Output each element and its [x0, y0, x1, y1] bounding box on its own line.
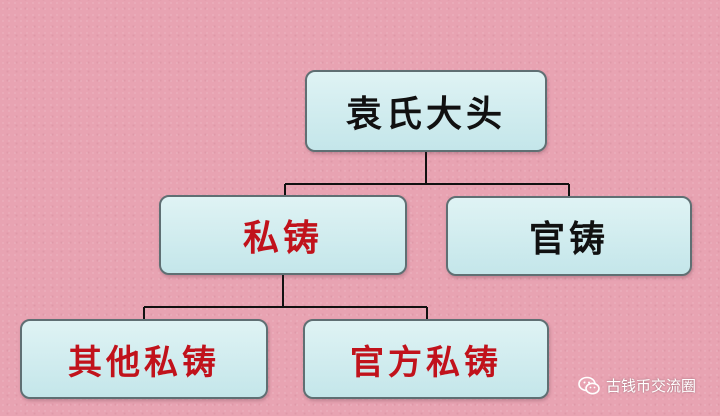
node-official-private-cast-label: 官方私铸	[350, 342, 502, 383]
node-other-private-cast: 其他私铸	[20, 319, 268, 399]
watermark: 古钱币交流圈	[578, 375, 696, 396]
node-official-private-cast: 官方私铸	[303, 319, 549, 399]
node-official-cast: 官铸	[446, 196, 692, 276]
node-root-label: 袁氏大头	[345, 93, 506, 135]
wechat-icon	[578, 376, 600, 394]
node-private-cast: 私铸	[159, 195, 407, 275]
node-private-cast-label: 私铸	[242, 217, 323, 259]
node-official-cast-label: 官铸	[528, 218, 609, 260]
node-root: 袁氏大头	[305, 70, 547, 152]
watermark-text: 古钱币交流圈	[605, 377, 696, 395]
node-other-private-cast-label: 其他私铸	[68, 342, 220, 383]
